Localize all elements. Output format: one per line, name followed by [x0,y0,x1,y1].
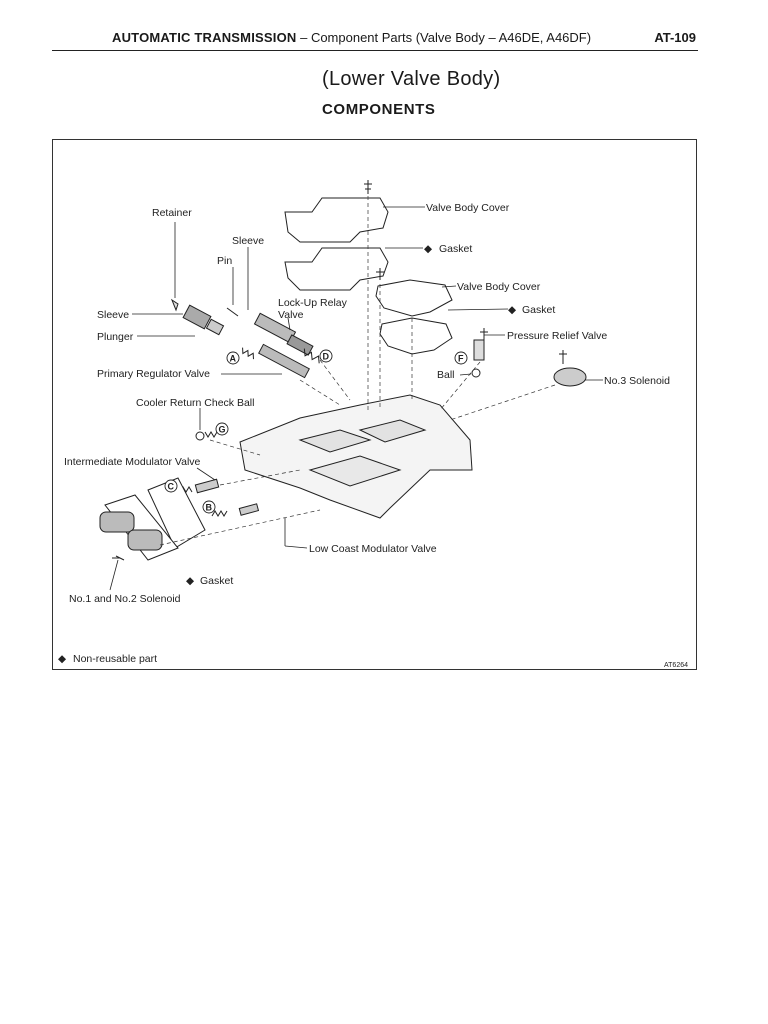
label-lockup-relay-valve-line2: Valve [278,309,304,321]
label-valve-body-cover-right: Valve Body Cover [457,281,541,293]
label-cooler-return-check-ball: Cooler Return Check Ball [136,397,254,409]
label-pressure-relief-valve: Pressure Relief Valve [507,330,607,342]
page-title: (Lower Valve Body) [322,68,501,90]
marker-d: D [323,352,330,362]
label-low-coast-modulator-valve: Low Coast Modulator Valve [309,543,437,555]
header-section: AUTOMATIC TRANSMISSION [112,30,297,45]
spring-g [204,431,218,438]
marker-f: F [458,354,464,364]
label-pin: Pin [217,255,232,267]
header-rule [52,50,698,51]
label-gasket-solenoid: Gasket [200,575,233,587]
solenoid-2 [127,529,163,551]
gasket-upper [284,247,389,291]
figure-code: AT6264 [664,662,688,669]
no3-solenoid-shape [553,367,587,387]
marker-a: A [230,354,237,364]
label-gasket-diamond-1: ◆ [424,243,433,255]
label-valve-body-cover-upper: Valve Body Cover [426,202,510,214]
figure-frame [52,139,697,670]
spring-a [242,347,254,360]
retainer-shape [170,298,179,312]
low-coast-modulator-valve-shape [238,503,260,516]
marker-b: B [206,503,213,513]
label-primary-regulator-valve: Primary Regulator Valve [97,368,210,380]
label-gasket-diamond-3: ◆ [186,575,195,587]
marker-g: G [219,425,226,435]
solenoid-1 [99,511,135,533]
ball-shape [471,368,481,378]
primary-regulator-valve-shape [258,343,310,379]
legend-non-reusable: Non-reusable part [73,653,157,665]
bolt-second [376,268,384,280]
page-number: AT-109 [654,30,696,45]
label-lockup-relay-valve-line1: Lock-Up Relay [278,297,348,309]
label-plunger: Plunger [97,331,134,343]
valve-body-cover-right [375,279,453,317]
pressure-relief-valve-shape [473,339,485,361]
gasket-right [379,317,453,355]
sleeve-shape [182,304,212,330]
spring-d [303,348,320,364]
intermediate-modulator-valve-shape [194,478,220,494]
label-ball: Ball [437,369,455,381]
label-sleeve-upper: Sleeve [232,235,264,247]
label-gasket-upper: Gasket [439,243,472,255]
header-subsection: – Component Parts (Valve Body – A46DE, A… [296,30,592,45]
label-intermediate-modulator-valve: Intermediate Modulator Valve [64,456,201,468]
check-ball-shape [195,431,205,441]
label-gasket-diamond-2: ◆ [508,304,517,316]
label-sleeve-lower: Sleeve [97,309,129,321]
label-no1-no2-solenoid: No.1 and No.2 Solenoid [69,593,181,605]
valve-body-cover-upper [284,197,389,243]
bolt-top [364,180,372,194]
label-gasket-right: Gasket [522,304,555,316]
page-header: AUTOMATIC TRANSMISSION – Component Parts… [112,28,696,48]
pin-shape [226,307,239,317]
page-subtitle: COMPONENTS [322,101,436,118]
label-no3-solenoid: No.3 Solenoid [604,375,670,387]
marker-c: C [168,482,175,492]
lower-valve-body [239,394,473,519]
label-retainer: Retainer [152,207,192,219]
legend-diamond: ◆ [58,653,67,665]
